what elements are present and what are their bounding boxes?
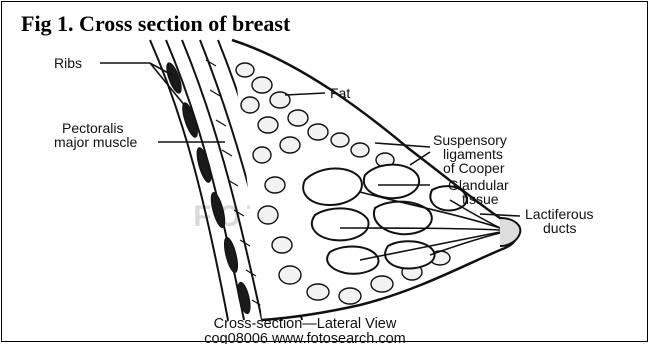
caption-line1: Cross-section—Lateral View [214, 316, 397, 332]
label-glandular-line2: tissue [462, 191, 499, 207]
label-fat: Fat [330, 85, 350, 101]
caption-line2: cog08006 www.fotosearch.com [204, 331, 406, 344]
label-ribs: Ribs [54, 55, 82, 71]
label-lactiferous-line2: ducts [543, 220, 576, 236]
nipple [500, 218, 520, 246]
label-suspensory-line3: of Cooper [443, 160, 505, 176]
label-pectoralis-line2: major muscle [54, 134, 137, 150]
